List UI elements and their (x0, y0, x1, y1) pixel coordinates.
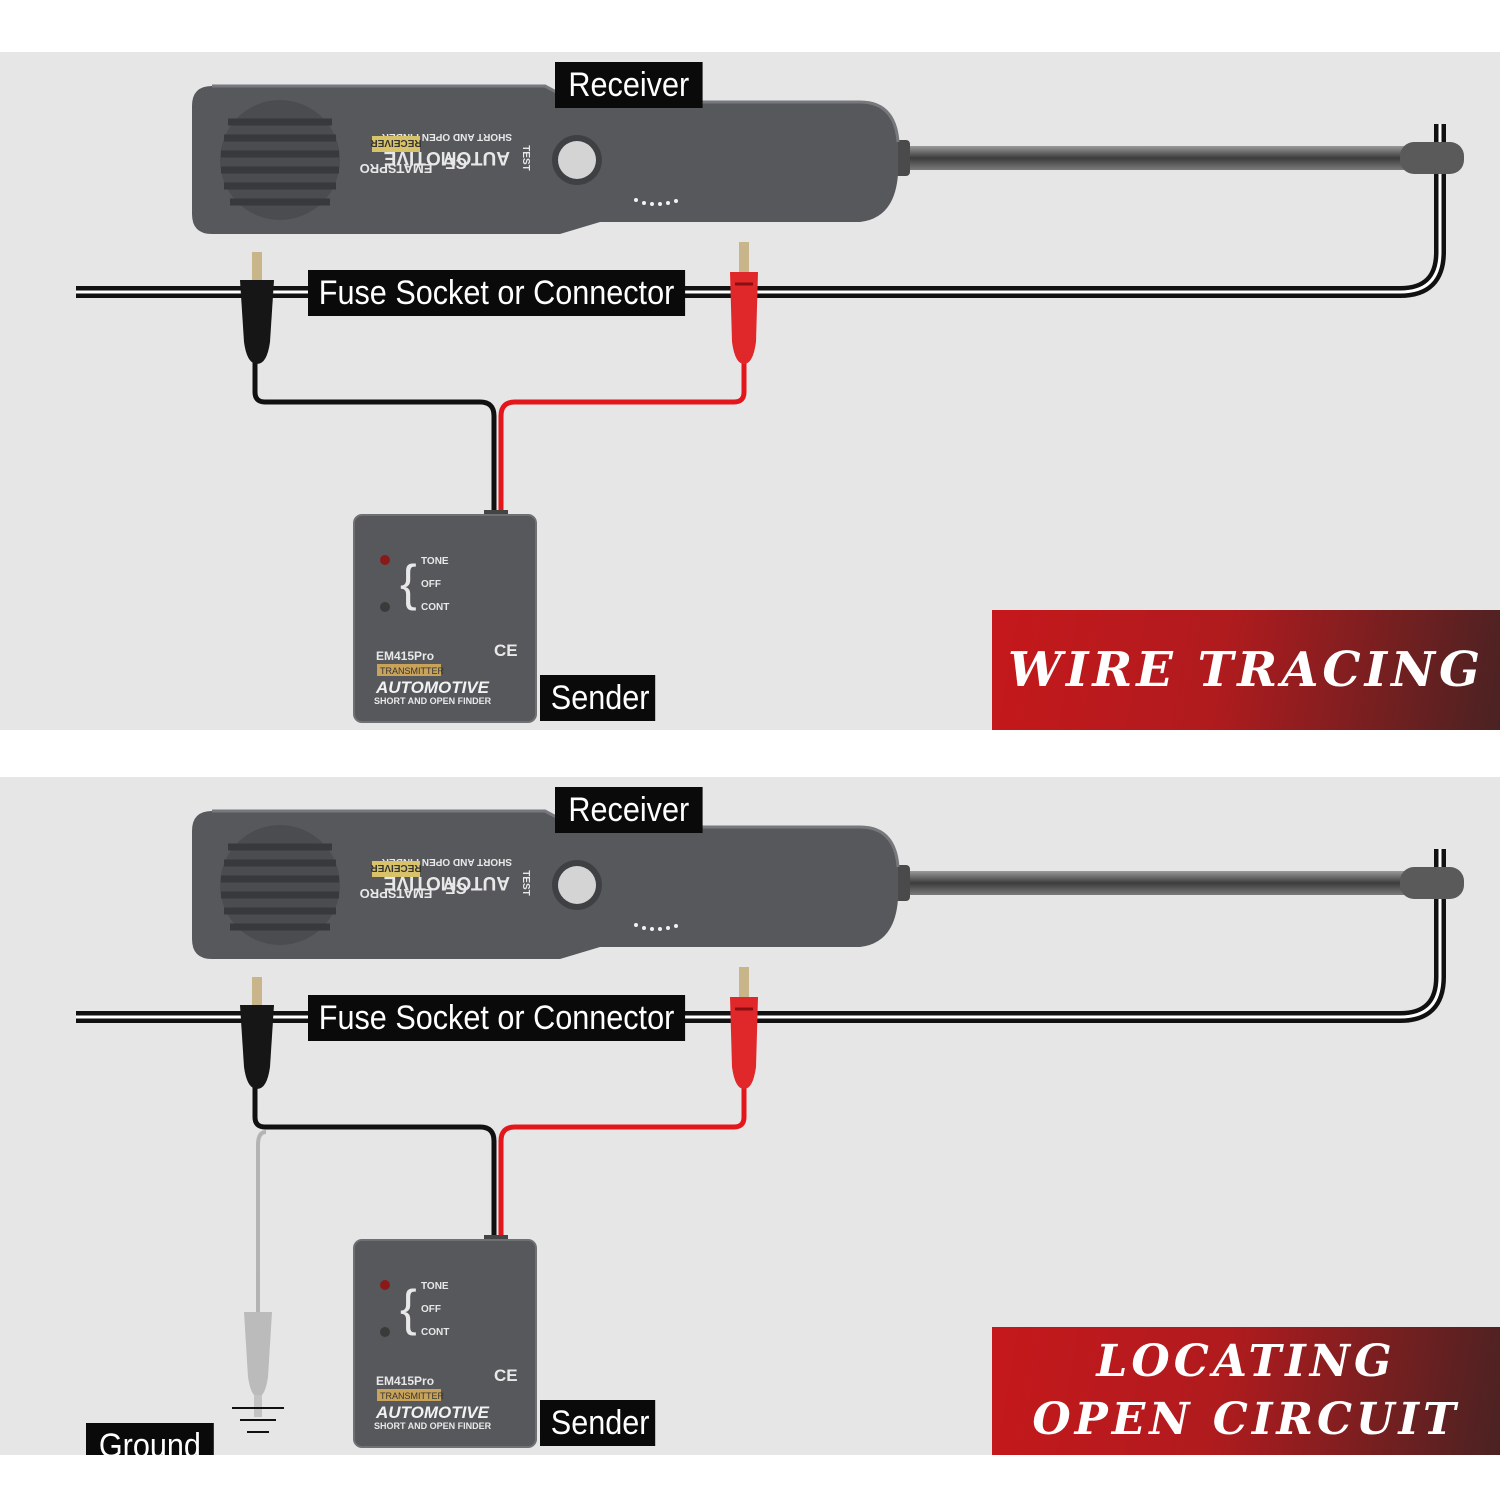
receiver-brand: EMATSPRO (360, 161, 433, 176)
receiver-subtitle: SHORT AND OPEN FINDER (381, 856, 512, 867)
test-button (558, 866, 596, 904)
open-circuit-diagram: AUTOMOTIVE SHORT AND OPEN FINDER RECEIVE… (76, 809, 1464, 1448)
switch-tone-label: TONE (421, 1281, 449, 1292)
fuse-socket-label: Fuse Socket or Connector (308, 270, 686, 316)
switch-tone-label: TONE (421, 556, 449, 567)
sender-label: Sender (540, 675, 656, 721)
cont-led (380, 602, 390, 612)
receiver-device: AUTOMOTIVE SHORT AND OPEN FINDER RECEIVE… (192, 84, 900, 234)
banner-line-1: LOCATING (1096, 1336, 1396, 1387)
sender-title: AUTOMOTIVE (375, 1403, 490, 1422)
switch-cont-label: CONT (421, 602, 449, 613)
sender-device: { TONE OFF CONT CE EM415Pro TRANSMITTER … (353, 1235, 537, 1448)
receiver-title: AUTOMOTIVE (384, 147, 510, 168)
receiver-test-label: TEST (520, 870, 531, 896)
black-test-lead (240, 252, 497, 514)
sensitivity-dots (634, 923, 678, 931)
svg-text:{: { (400, 555, 417, 611)
sender-tag: TRANSMITTER (380, 666, 444, 676)
receiver-gooseneck-probe (888, 865, 1464, 901)
wire-tracing-banner: WIRE TRACING (992, 610, 1500, 730)
tone-led (380, 555, 390, 565)
receiver-ce-mark: CE (445, 879, 468, 896)
sender-label: Sender (540, 1400, 656, 1446)
switch-off-label: OFF (421, 1304, 441, 1315)
receiver-label: Receiver (555, 787, 703, 833)
main-wire (76, 849, 1446, 1023)
sender-model: EM415Pro (376, 649, 434, 663)
red-test-lead (498, 967, 758, 1239)
locating-open-circuit-panel: AUTOMOTIVE SHORT AND OPEN FINDER RECEIVE… (0, 777, 1500, 1455)
switch-cont-label: CONT (421, 1327, 449, 1338)
sender-device: { TONE OFF CONT CE EM415Pro TRANSMITTER … (353, 510, 537, 723)
wire-tracing-diagram: AUTOMOTIVE SHORT AND OPEN FINDER RECEIVE… (76, 84, 1464, 723)
receiver-subtitle: SHORT AND OPEN FINDER (381, 131, 512, 142)
locating-open-circuit-banner: LOCATING OPEN CIRCUIT (992, 1327, 1500, 1455)
sender-ce-mark: CE (494, 641, 518, 660)
speaker-grille (220, 100, 340, 220)
svg-text:{: { (400, 1280, 417, 1336)
cont-led (380, 1327, 390, 1337)
sender-tag: TRANSMITTER (380, 1391, 444, 1401)
receiver-title: AUTOMOTIVE (384, 872, 510, 893)
speaker-grille (220, 825, 340, 945)
receiver-tag-bg (372, 861, 420, 877)
sender-title: AUTOMOTIVE (375, 678, 490, 697)
ground-label: Ground (86, 1423, 214, 1455)
receiver-ce-mark: CE (445, 154, 468, 171)
sender-model: EM415Pro (376, 1374, 434, 1388)
fuse-socket-label: Fuse Socket or Connector (308, 995, 686, 1041)
banner-line-2: OPEN CIRCUIT (1032, 1394, 1460, 1445)
receiver-gooseneck-probe (888, 140, 1464, 176)
receiver-brand: EMATSPRO (360, 886, 433, 901)
sensitivity-dots (634, 198, 678, 206)
receiver-label: Receiver (555, 62, 703, 108)
test-button (558, 141, 596, 179)
wire-tracing-panel: AUTOMOTIVE SHORT AND OPEN FINDER RECEIVE… (0, 52, 1500, 730)
receiver-model-tag: RECEIVER (370, 862, 422, 873)
ground-symbol (232, 1407, 284, 1433)
banner-line: WIRE TRACING (1008, 642, 1484, 698)
main-wire (76, 124, 1446, 298)
receiver-device: AUTOMOTIVE SHORT AND OPEN FINDER RECEIVE… (192, 809, 900, 959)
receiver-test-label: TEST (520, 145, 531, 171)
sender-ce-mark: CE (494, 1366, 518, 1385)
black-test-lead (240, 977, 497, 1239)
sender-subtitle: SHORT AND OPEN FINDER (374, 696, 492, 706)
red-test-lead (498, 242, 758, 514)
sender-subtitle: SHORT AND OPEN FINDER (374, 1421, 492, 1431)
switch-off-label: OFF (421, 579, 441, 590)
ground-lead-ghost (244, 1130, 272, 1417)
receiver-model-tag: RECEIVER (370, 137, 422, 148)
receiver-tag-bg (372, 136, 420, 152)
tone-led (380, 1280, 390, 1290)
